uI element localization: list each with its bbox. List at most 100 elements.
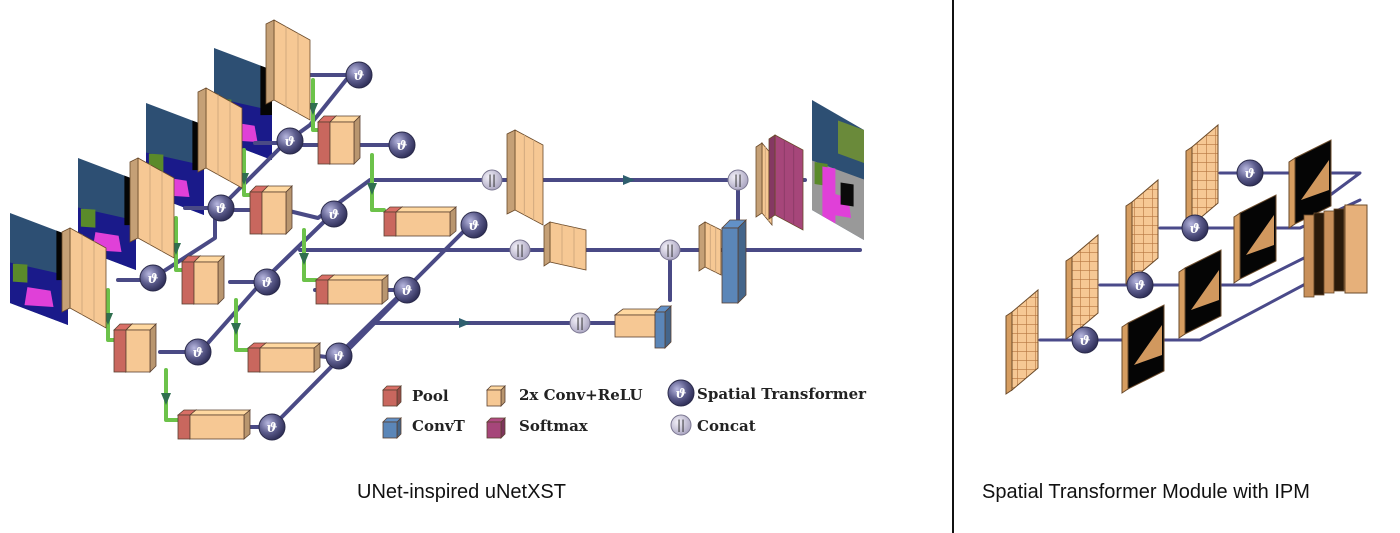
conv-block-l2-4 (329, 115, 361, 165)
ipm-spatial-transformer-node-2: ϑ (1126, 271, 1154, 299)
softmax-block-face (774, 134, 804, 231)
spatial-transformer-symbol: ϑ (1244, 167, 1255, 182)
conv-block-l2-4-side (353, 115, 361, 165)
encoder-conv-block-l1-2-edge (129, 157, 139, 243)
conv-block-l2-3-side (285, 185, 293, 235)
flow-arrow-2 (459, 318, 471, 328)
spatial-transformer-node-circle (320, 200, 348, 228)
down-line-3 (242, 148, 256, 197)
conv-block-l3-3 (326, 274, 390, 305)
down-arrow-6 (231, 323, 241, 335)
ipm-warped-map-1 (1121, 304, 1165, 394)
legend-convt-swatch-front (382, 421, 398, 439)
concat-node-circle (659, 239, 681, 261)
conv-block-l2-2 (193, 255, 225, 305)
flow-arrow-1 (623, 175, 635, 185)
ipm-warped-edge (1121, 322, 1129, 394)
pool-block-l2-3-front (249, 191, 263, 235)
concat-symbol: || (677, 418, 685, 432)
concat-node-3: || (569, 312, 591, 334)
ipm-warped-content (1301, 160, 1329, 200)
spatial-transformer-symbol: ϑ (284, 135, 295, 150)
conv-block-l2-2-side (217, 255, 225, 305)
ipm-grid-face (1011, 288, 1039, 392)
encoder-conv-block-l1-4-face (273, 19, 311, 121)
legend-softmax-label: Softmax (519, 417, 589, 435)
ipm-stacked-output-3 (1323, 210, 1335, 294)
legend-softmax-swatch (486, 417, 506, 439)
concat-symbol: || (488, 173, 496, 187)
panel-divider (952, 0, 954, 533)
spatial-transformer-node-4: ϑ (345, 61, 373, 89)
output-bev-segmentation-road-marking (822, 166, 836, 224)
pool-block-l3-2-front (247, 347, 261, 373)
spatial-transformer-symbol: ϑ (396, 139, 407, 154)
pool-block-l2-1-front (113, 329, 127, 373)
spatial-transformer-symbol: ϑ (468, 219, 479, 234)
ipm-warped-edge (1233, 212, 1241, 284)
ipm-stacked-front (1344, 204, 1368, 294)
spatial-transformer-node-circle (184, 338, 212, 366)
concat-node-5: || (727, 169, 749, 191)
ipm-stacked-output-4 (1333, 208, 1345, 292)
down-arrow-5 (161, 393, 171, 405)
conv-block-l2-1-front (125, 329, 151, 373)
ipm-input-grid-4 (1185, 123, 1219, 230)
softmax-block (768, 134, 804, 231)
pool-block-l3-1-front (177, 414, 191, 440)
conv-block-l3-2-top (258, 342, 322, 349)
concat-node-circle (670, 414, 692, 436)
concat-node-circle (481, 169, 503, 191)
decoder-conv-block-1 (506, 129, 544, 226)
concat-node-circle (509, 239, 531, 261)
decoder-conv-block-2-edge (543, 221, 551, 267)
conv-block-l3-3-top (326, 274, 390, 281)
spatial-transformer-node-7: ϑ (320, 200, 348, 228)
encoder-conv-block-l1-4-edge (265, 19, 275, 105)
ipm-spatial-transformer-node-1: ϑ (1071, 326, 1099, 354)
ipm-grid-edge (1065, 256, 1073, 340)
convt-block-2 (721, 219, 747, 304)
ipm-stacked-output-1 (1303, 214, 1315, 298)
legend-pool-label: Pool (412, 387, 449, 405)
pool-block-l3-4-front (383, 211, 397, 237)
pool-block-l3-3-front (315, 279, 329, 305)
spatial-transformer-node-11: ϑ (460, 211, 488, 239)
ipm-grid-edge (1125, 201, 1133, 285)
spatial-transformer-node-5: ϑ (184, 338, 212, 366)
input-camera-image-1-vegetation (12, 263, 28, 283)
convt-block-1-front (654, 311, 666, 349)
conv-block-l3-1 (188, 409, 252, 440)
decoder-conv-block-4 (698, 221, 722, 276)
spatial-transformer-node-2: ϑ (207, 194, 235, 222)
spatial-transformer-node-circle (139, 264, 167, 292)
concat-symbol: || (666, 243, 674, 257)
ipm-input-grid-2 (1065, 233, 1099, 340)
conv-block-l2-1-side (149, 323, 157, 373)
concat-node-circle (569, 312, 591, 334)
spatial-transformer-symbol: ϑ (675, 387, 686, 402)
encoder-conv-block-l1-2 (129, 157, 175, 259)
down-arrow-8 (367, 183, 377, 195)
spatial-transformer-node-12: ϑ (258, 413, 286, 441)
legend-convt-swatch (382, 417, 402, 439)
conv-block-l3-4-top (394, 206, 458, 213)
down-line-8 (370, 153, 386, 212)
spatial-transformer-node-circle (1181, 214, 1209, 242)
spatial-transformer-symbol: ϑ (266, 421, 277, 436)
conv-block-l3-1-top (188, 409, 252, 416)
spatial-transformer-symbol: ϑ (261, 276, 272, 291)
spatial-transformer-node-circle (1236, 159, 1264, 187)
spatial-transformer-node-10: ϑ (393, 276, 421, 304)
down-arrow-4 (308, 103, 318, 115)
spatial-transformer-symbol: ϑ (1079, 334, 1090, 349)
spatial-transformer-node-6: ϑ (253, 268, 281, 296)
down-line-6 (234, 298, 250, 352)
legend-concat-swatch: || (670, 414, 692, 436)
ipm-warped-map-4 (1288, 139, 1332, 229)
decoder-conv-block-1-edge (506, 129, 516, 215)
encoder-conv-block-l1-1-edge (61, 227, 71, 313)
spatial-transformer-symbol: ϑ (192, 346, 203, 361)
conv-block-l3-4 (394, 206, 458, 237)
legend-spatial-transformer-swatch: ϑ (667, 379, 695, 407)
